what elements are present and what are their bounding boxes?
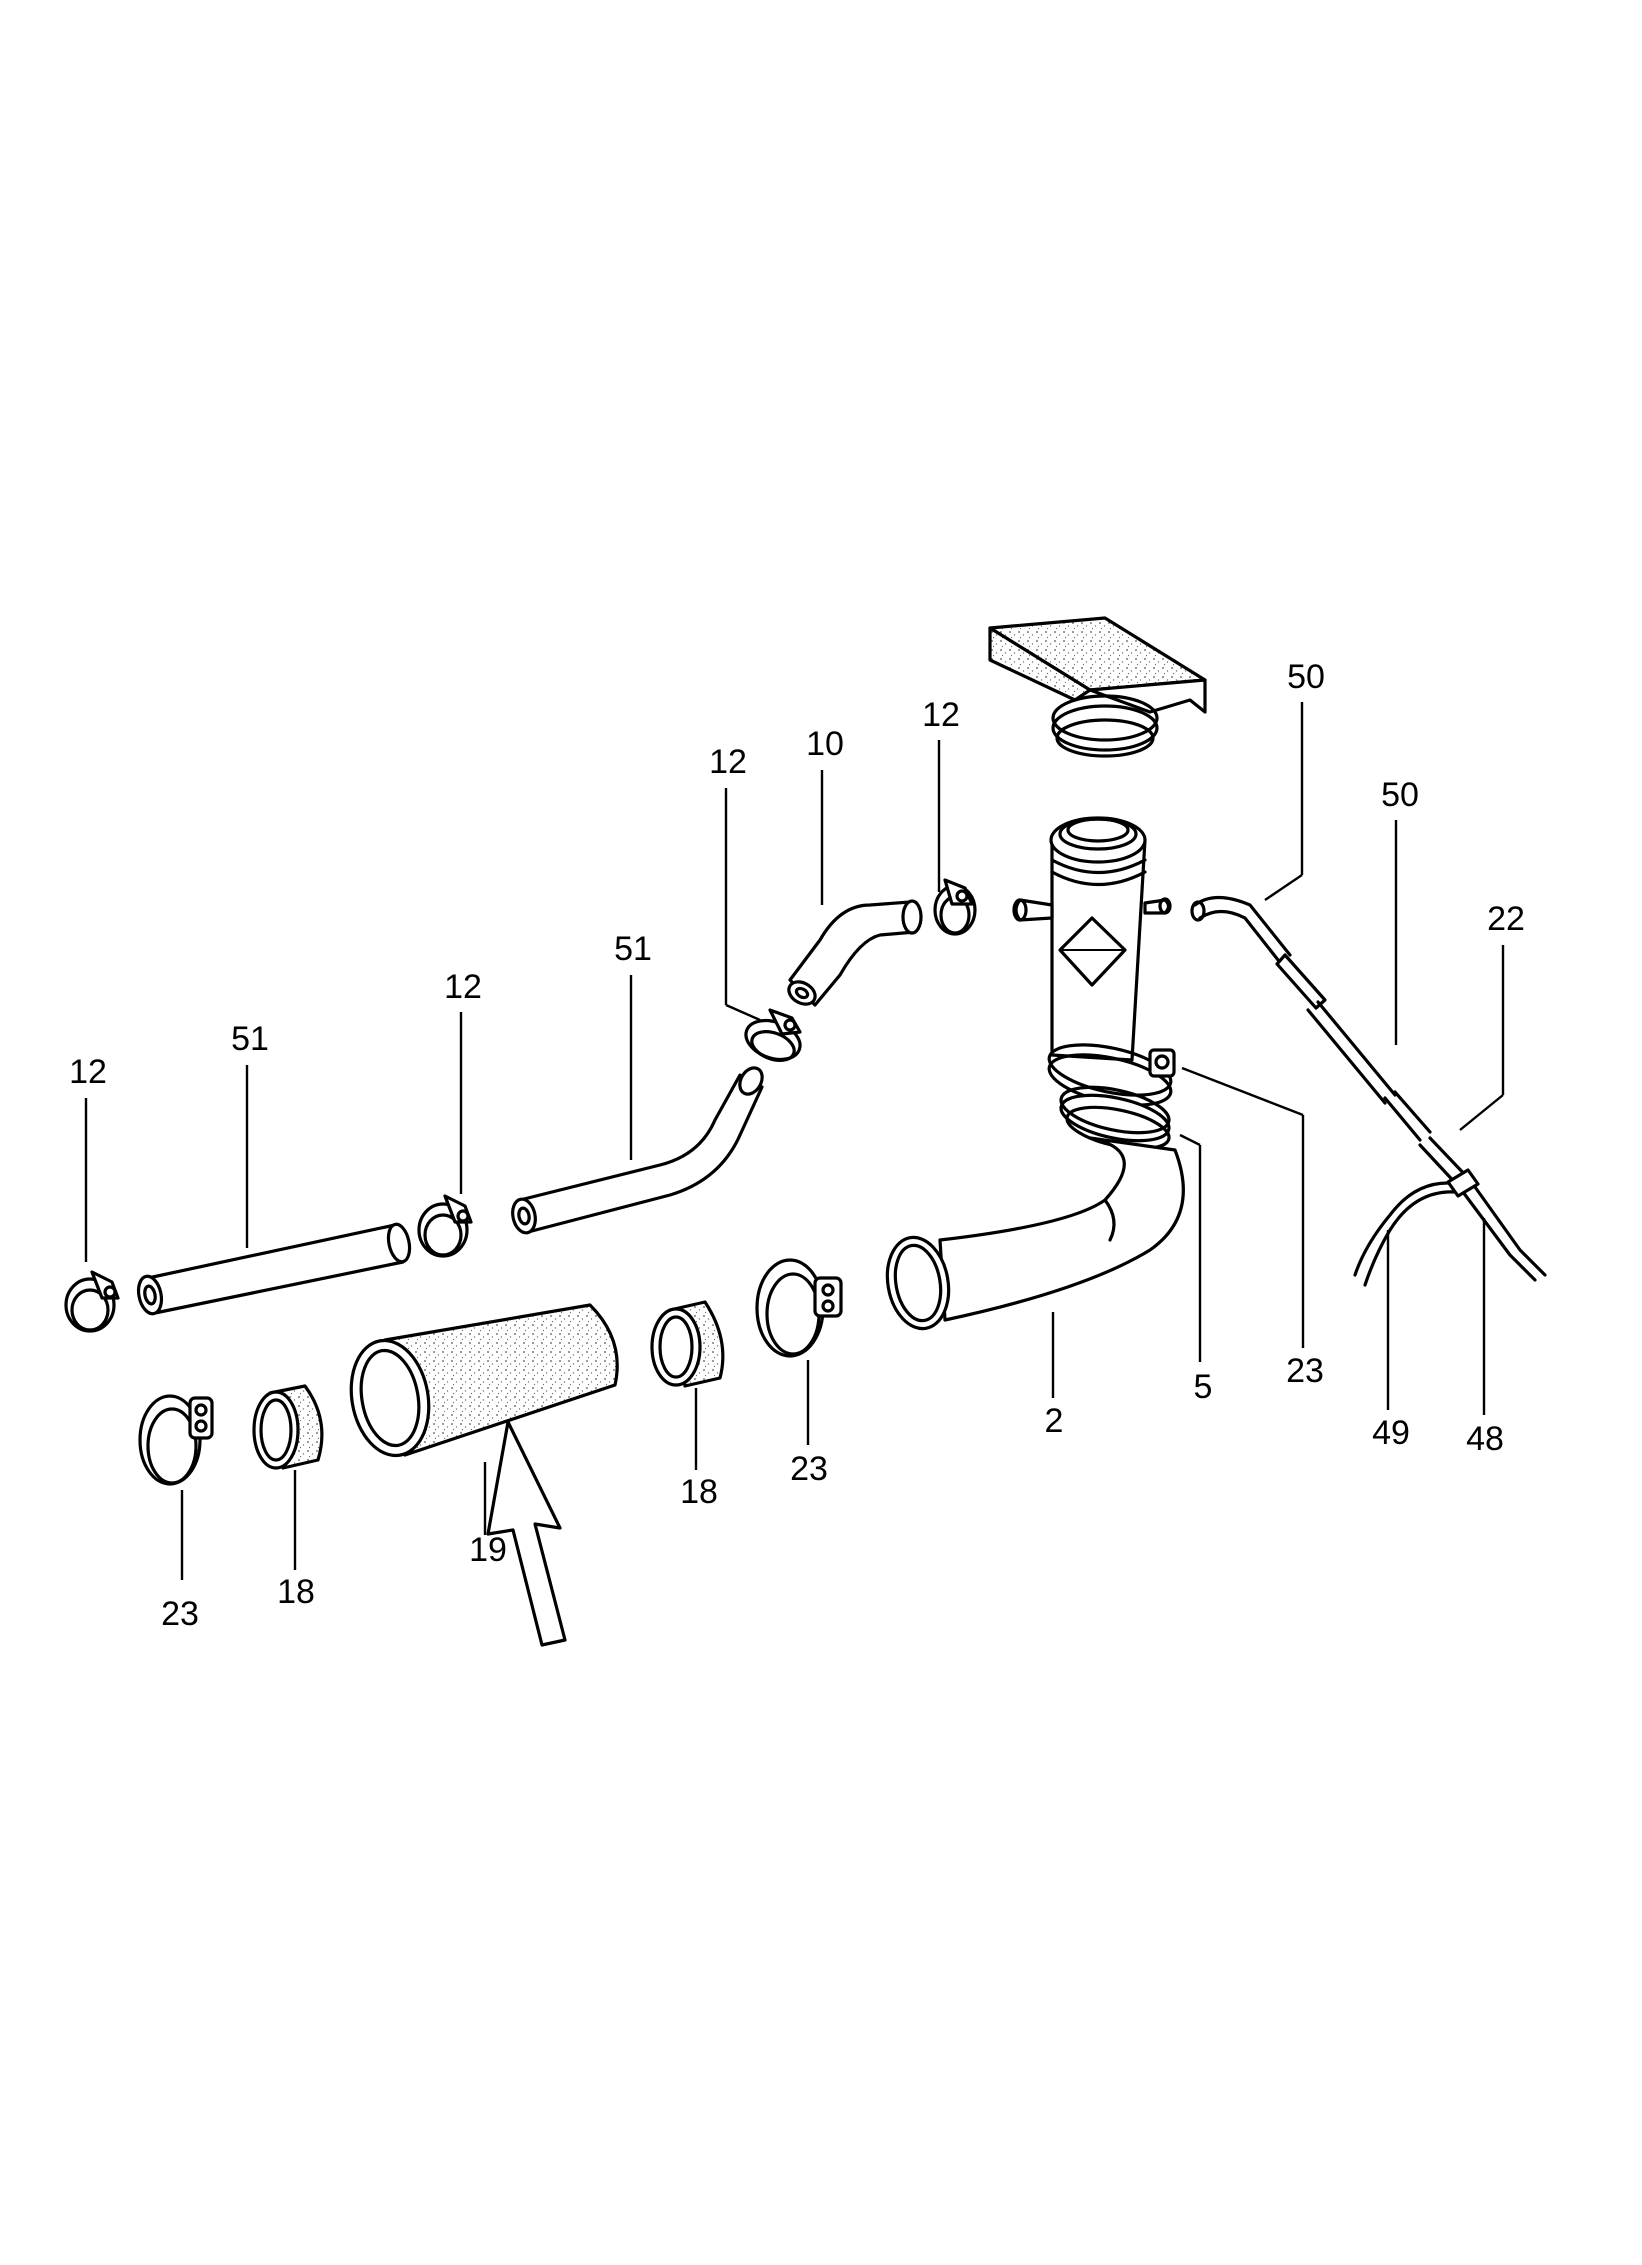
callout-12-left: 12 xyxy=(69,1053,107,1091)
hose-clip-12-c xyxy=(744,1008,802,1062)
callout-51-mid: 51 xyxy=(614,930,652,968)
callout-23-mid: 23 xyxy=(790,1450,828,1488)
hose-clip-12-d xyxy=(933,878,977,936)
hose-10 xyxy=(787,899,923,1007)
sleeve-18-right xyxy=(650,1300,725,1388)
filler-neck-body xyxy=(1012,816,1172,1062)
callout-23-right: 23 xyxy=(1286,1352,1324,1390)
callout-12-right: 12 xyxy=(922,696,960,734)
callout-50-upper: 50 xyxy=(1287,658,1325,696)
sleeve-18-left xyxy=(252,1384,324,1470)
hose-clamp-23-upper xyxy=(1047,1043,1176,1107)
leader-lines xyxy=(84,702,1505,1580)
callout-23-left: 23 xyxy=(161,1595,199,1633)
hose-clamp-23-right xyxy=(755,1258,843,1358)
callout-19: 19 xyxy=(469,1531,507,1569)
filler-pipe-2 xyxy=(885,1136,1185,1331)
hose-51-left xyxy=(136,1222,412,1316)
callout-22: 22 xyxy=(1487,900,1525,938)
breather-hose-50 xyxy=(1190,895,1547,1287)
callout-50-lower: 50 xyxy=(1381,776,1419,814)
hose-clip-12-a xyxy=(64,1270,120,1333)
highlight-arrow xyxy=(486,1420,567,1647)
callout-labels: 12 51 12 51 12 10 12 50 50 22 23 18 19 1… xyxy=(69,658,1525,1633)
callout-48: 48 xyxy=(1466,1420,1504,1458)
hose-51-middle xyxy=(511,1066,764,1235)
callout-18-left: 18 xyxy=(277,1573,315,1611)
hose-clamp-23-left xyxy=(138,1394,214,1486)
callout-51-left: 51 xyxy=(231,1020,269,1058)
callout-12-upper: 12 xyxy=(709,743,747,781)
filler-cap-cover xyxy=(988,616,1207,758)
callout-10: 10 xyxy=(806,725,844,763)
callout-49: 49 xyxy=(1372,1414,1410,1452)
hose-clip-12-b xyxy=(417,1194,473,1258)
callout-2: 2 xyxy=(1045,1402,1064,1440)
callout-5: 5 xyxy=(1194,1368,1213,1406)
hose-19 xyxy=(349,1303,619,1458)
callout-12-mid: 12 xyxy=(444,968,482,1006)
callout-18-right: 18 xyxy=(680,1473,718,1511)
